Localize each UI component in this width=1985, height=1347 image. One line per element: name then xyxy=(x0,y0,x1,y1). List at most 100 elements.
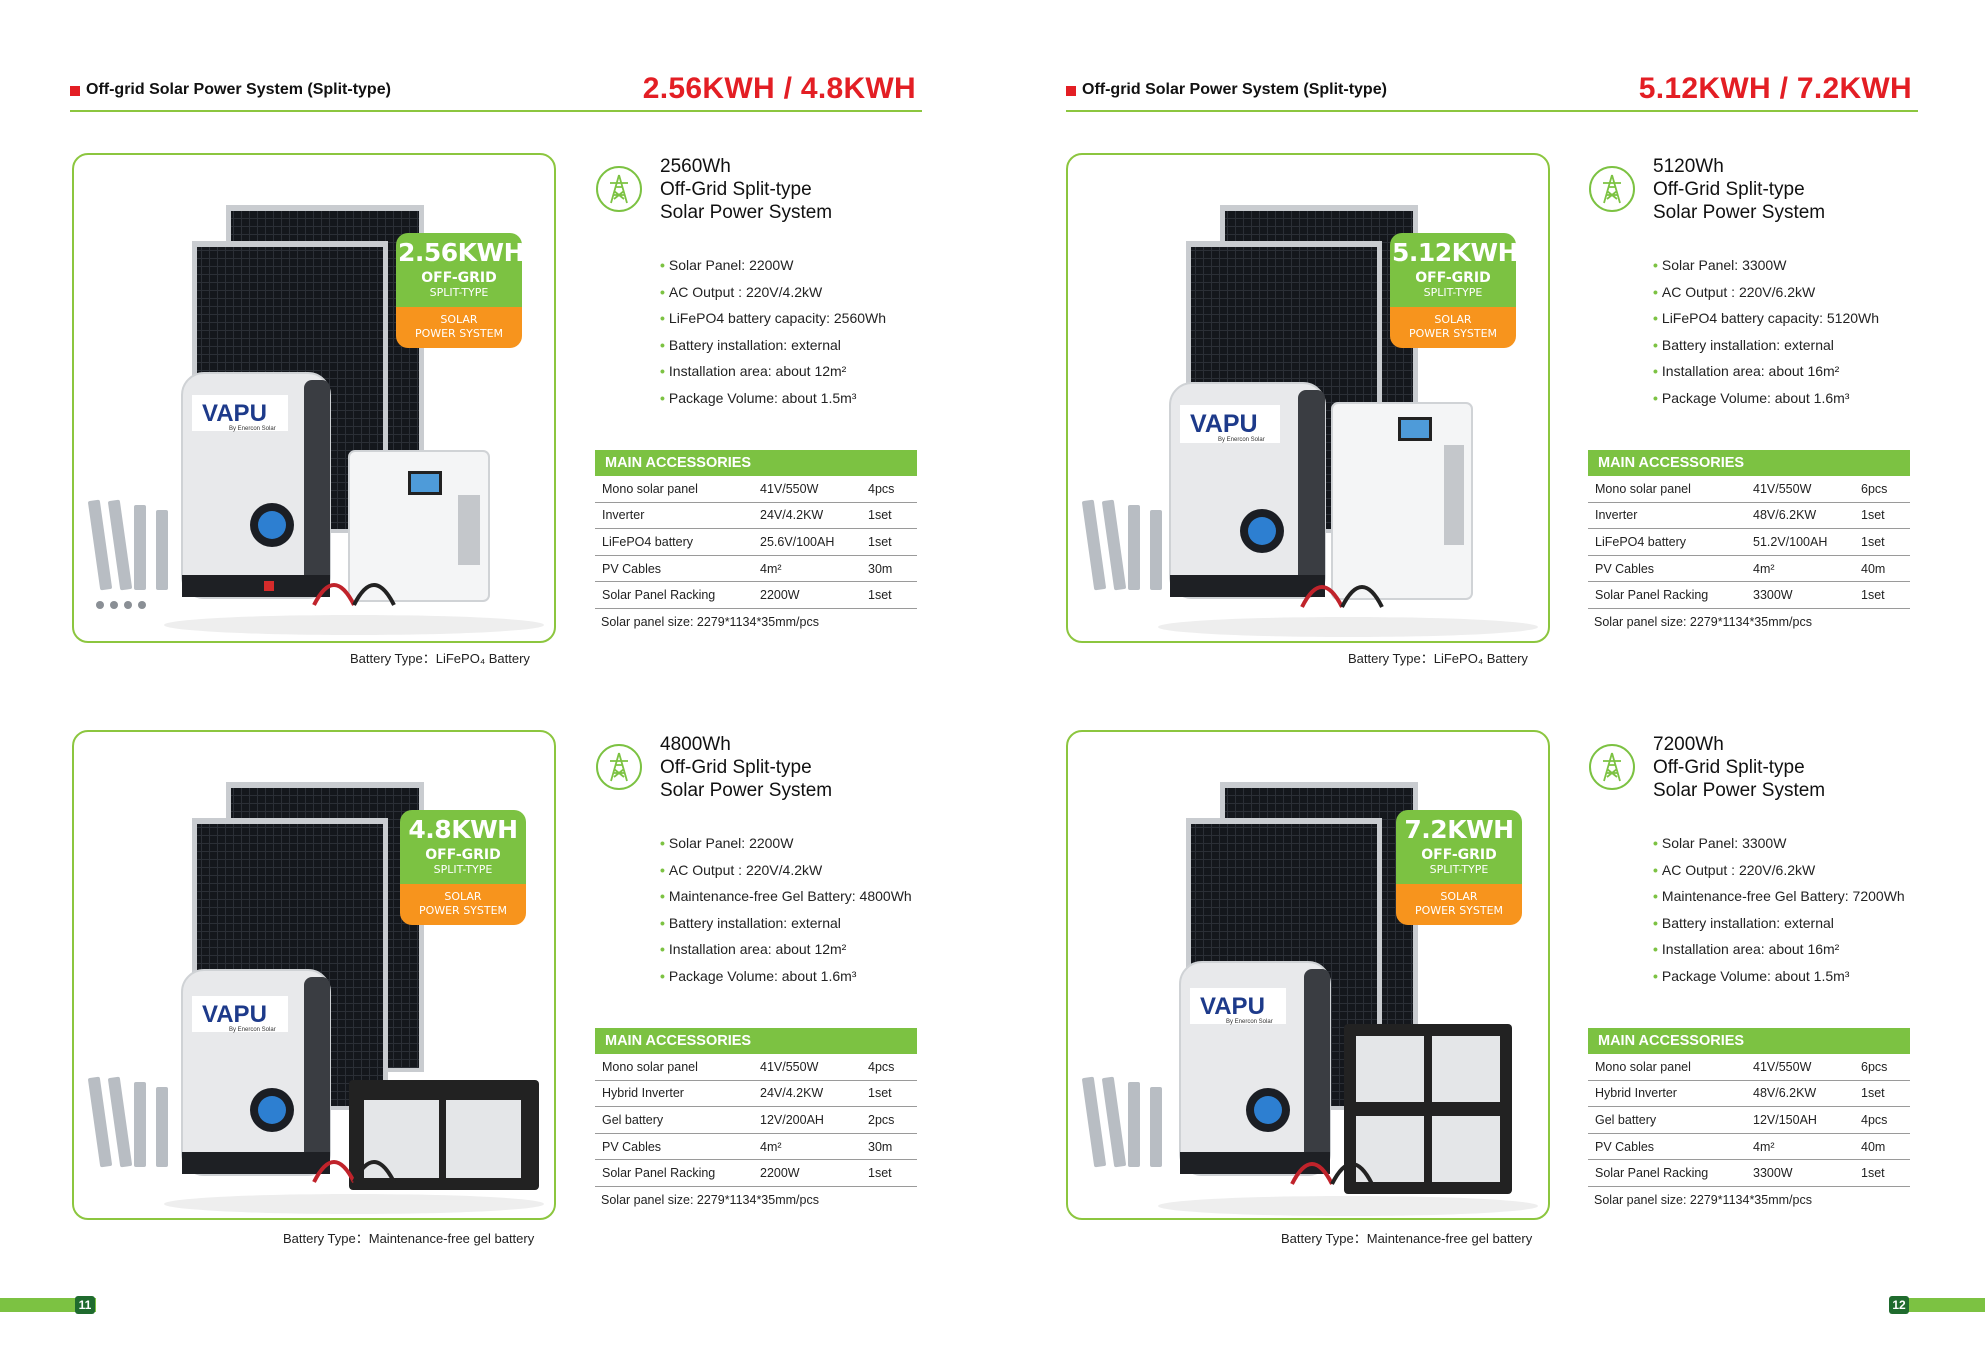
kwh-range-title: 5.12KWH / 7.2KWH xyxy=(1638,72,1912,105)
spec-item: •AC Output : 220V/6.2kW xyxy=(1653,861,1816,878)
product-image-box: VAPU By Enercon Solar 2.56KWH OFF-GRID S… xyxy=(72,153,556,643)
product-name: 2560Wh Off-Grid Split-type Solar Power S… xyxy=(660,156,833,223)
product-image-box: VAPU By Enercon Solar 7.2KWH OFF-GRID SP… xyxy=(1066,730,1550,1220)
spec-item: •Installation area: about 16m² xyxy=(1653,941,1840,958)
panel-size-note: Solar panel size: 2279*1134*35mm/pcs xyxy=(1594,1192,1812,1207)
accessories-header: MAIN ACCESSORIES xyxy=(595,450,917,476)
spec-list: •Solar Panel: 2200W •AC Output : 220V/4.… xyxy=(660,830,912,990)
spec-item: •Installation area: about 16m² xyxy=(1653,363,1840,380)
product-illustration-lithium: VAPU By Enercon Solar xyxy=(1082,205,1538,637)
brand-logo-text: VAPU xyxy=(202,400,267,427)
solar-tower-icon xyxy=(1589,166,1635,212)
spec-item: •Battery installation: external xyxy=(1653,914,1834,931)
svg-text:By Enercon Solar: By Enercon Solar xyxy=(1226,1019,1273,1025)
spec-item: •Package Volume: about 1.6m³ xyxy=(1653,389,1850,406)
svg-text:VAPU: VAPU xyxy=(1190,410,1258,438)
spec-item: •LiFePO4 battery capacity: 5120Wh xyxy=(1653,310,1880,327)
product-name: 5120Wh Off-Grid Split-type Solar Power S… xyxy=(1653,156,1826,223)
spec-item: •Package Volume: about 1.5m³ xyxy=(1653,967,1850,984)
footer-bar-left xyxy=(0,1298,96,1312)
battery-type-caption: Battery Type：LiFePO₄ Battery xyxy=(350,651,530,666)
spec-item: •Installation area: about 12m² xyxy=(660,363,847,380)
capacity-badge: 4.8KWH OFF-GRID SPLIT-TYPE SOLAR POWER S… xyxy=(400,810,526,925)
spec-item: •Solar Panel: 2200W xyxy=(660,257,794,273)
product-illustration-gel: VAPU By Enercon Solar xyxy=(1082,782,1538,1216)
badge-kwh: 4.8KWH xyxy=(408,815,518,844)
product-image-box: VAPU By Enercon Solar 4.8KWH OFF-GRID SP… xyxy=(72,730,556,1220)
spec-item: •Package Volume: about 1.6m³ xyxy=(660,967,857,984)
battery-type-caption: Battery Type：Maintenance-free gel batter… xyxy=(1281,1231,1533,1246)
spec-item: •Battery installation: external xyxy=(660,914,841,931)
capacity-badge: 2.56KWH OFF-GRID SPLIT-TYPE SOLAR POWER … xyxy=(396,233,522,348)
svg-text:By Enercon Solar: By Enercon Solar xyxy=(1218,437,1265,443)
page-number: 12 xyxy=(1889,1296,1909,1314)
spec-item: •LiFePO4 battery capacity: 2560Wh xyxy=(660,310,887,327)
footer-bar-right xyxy=(1890,1298,1985,1312)
spec-item: •AC Output : 220V/6.2kW xyxy=(1653,283,1816,300)
spec-item: •Battery installation: external xyxy=(660,336,841,353)
product-image-box: VAPU By Enercon Solar 5.12KWH OFF-GRID S… xyxy=(1066,153,1550,643)
kwh-range-title: 2.56KWH / 4.8KWH xyxy=(642,72,916,105)
spec-item: •Maintenance-free Gel Battery: 4800Wh xyxy=(660,888,912,905)
battery-type-caption: Battery Type：Maintenance-free gel batter… xyxy=(283,1231,535,1246)
svg-text:VAPU: VAPU xyxy=(1200,993,1265,1020)
accessories-header: MAIN ACCESSORIES xyxy=(1588,450,1910,476)
badge-kwh: 7.2KWH xyxy=(1404,815,1514,844)
accessories-header: MAIN ACCESSORIES xyxy=(595,1028,917,1054)
spec-item: •Maintenance-free Gel Battery: 7200Wh xyxy=(1653,888,1905,905)
spec-list: •Solar Panel: 2200W •AC Output : 220V/4.… xyxy=(660,252,886,412)
solar-tower-icon xyxy=(596,744,642,790)
page-header-left: Off-grid Solar Power System (Split-type)… xyxy=(70,72,922,112)
spec-item: •AC Output : 220V/4.2kW xyxy=(660,283,823,300)
battery-type-caption: Battery Type：LiFePO₄ Battery xyxy=(1348,651,1528,666)
product-name: 4800Wh Off-Grid Split-type Solar Power S… xyxy=(660,734,833,801)
panel-size-note: Solar panel size: 2279*1134*35mm/pcs xyxy=(601,1192,819,1207)
red-square-bullet xyxy=(1066,86,1076,96)
solar-tower-icon xyxy=(596,166,642,212)
panel-size-note: Solar panel size: 2279*1134*35mm/pcs xyxy=(601,614,819,629)
spec-item: •Package Volume: about 1.5m³ xyxy=(660,389,857,406)
panel-size-note: Solar panel size: 2279*1134*35mm/pcs xyxy=(1594,614,1812,629)
page-number: 11 xyxy=(75,1296,95,1314)
solar-tower-icon xyxy=(1589,744,1635,790)
spec-item: •Installation area: about 12m² xyxy=(660,941,847,958)
badge-kwh: 5.12KWH xyxy=(1392,238,1516,267)
capacity-badge: 7.2KWH OFF-GRID SPLIT-TYPE SOLAR POWER S… xyxy=(1396,810,1522,925)
page-header-right: Off-grid Solar Power System (Split-type)… xyxy=(1066,72,1918,112)
section-title: Off-grid Solar Power System (Split-type) xyxy=(1082,81,1387,98)
badge-kwh: 2.56KWH xyxy=(398,238,522,267)
svg-text:By Enercon Solar: By Enercon Solar xyxy=(229,426,276,432)
product-name: 7200Wh Off-Grid Split-type Solar Power S… xyxy=(1653,734,1826,801)
spec-item: •Battery installation: external xyxy=(1653,336,1834,353)
accessories-header: MAIN ACCESSORIES xyxy=(1588,1028,1910,1054)
spec-item: •Solar Panel: 3300W xyxy=(1653,835,1787,851)
spec-item: •AC Output : 220V/4.2kW xyxy=(660,861,823,878)
product-illustration-lithium: VAPU By Enercon Solar xyxy=(88,205,544,635)
svg-text:By Enercon Solar: By Enercon Solar xyxy=(229,1027,276,1033)
spec-list: •Solar Panel: 3300W •AC Output : 220V/6.… xyxy=(1653,252,1879,412)
spec-item: •Solar Panel: 3300W xyxy=(1653,257,1787,273)
